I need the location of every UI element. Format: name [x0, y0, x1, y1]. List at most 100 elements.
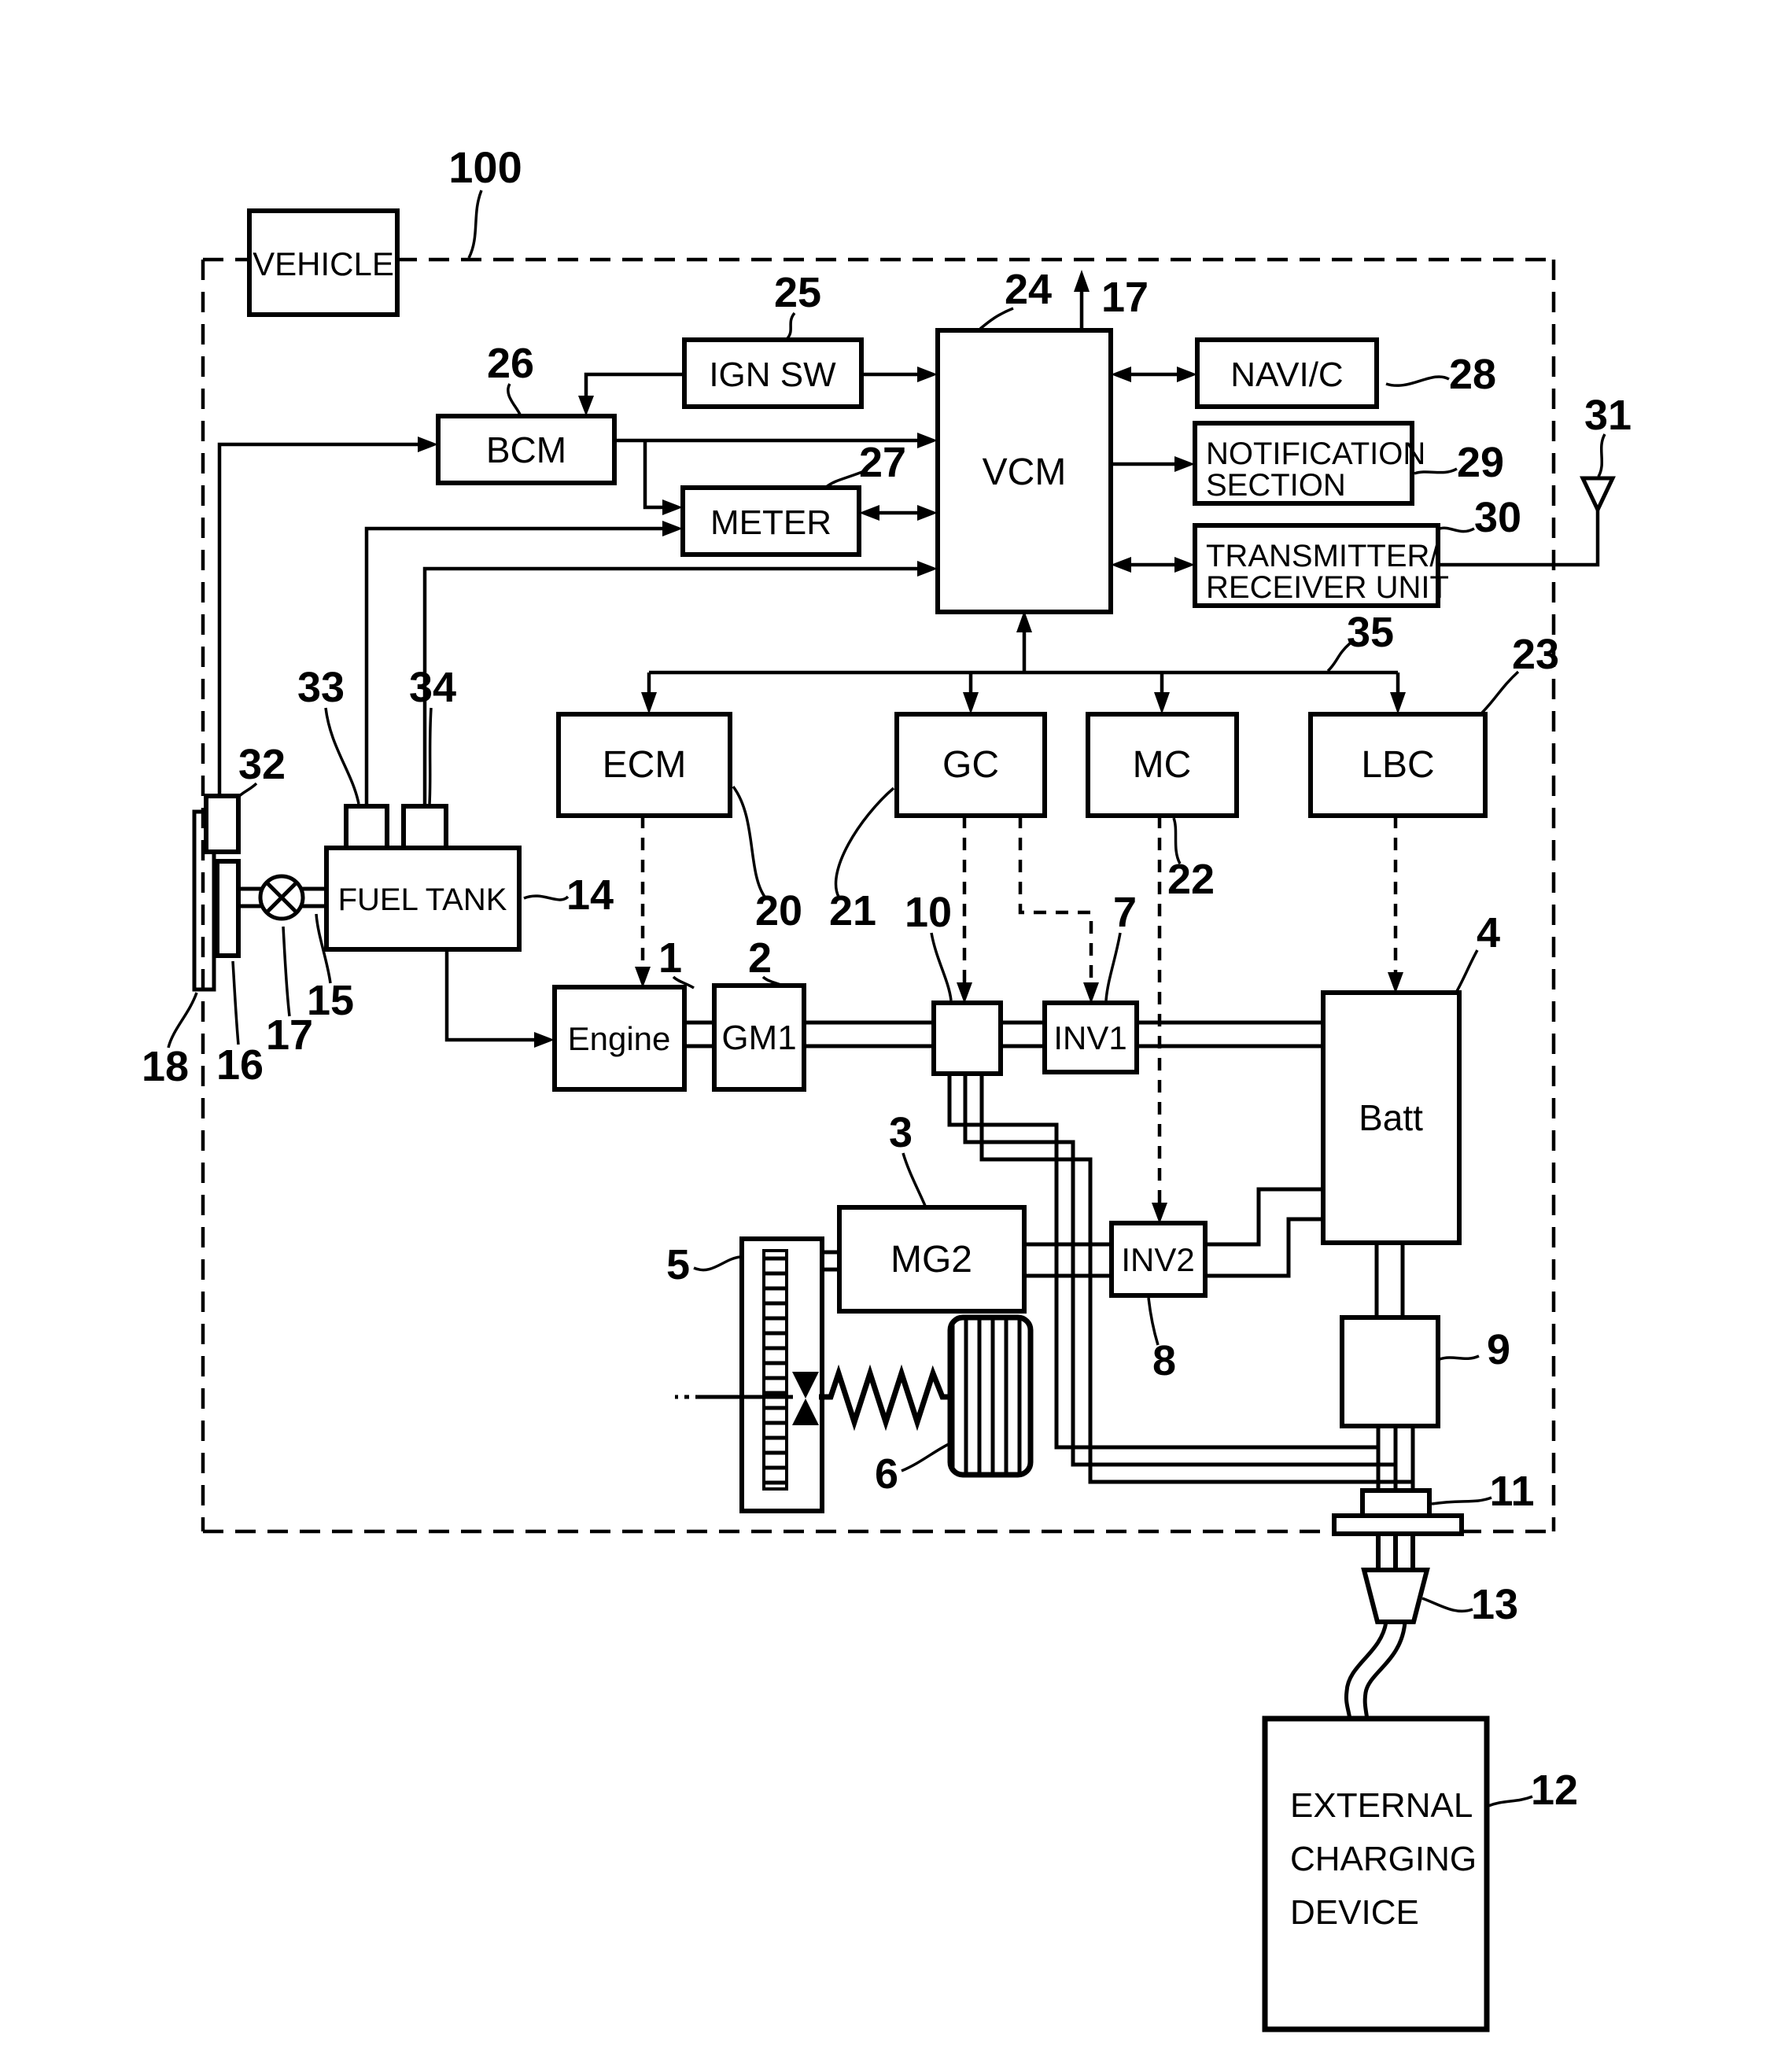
inv2-label: INV2: [1121, 1241, 1194, 1278]
fuel-tank-label: FUEL TANK: [338, 883, 507, 917]
ref-3: 3: [889, 1109, 913, 1156]
lbc-box: [1308, 712, 1488, 818]
ref-10: 10: [905, 889, 952, 936]
coupling-icon: [792, 1372, 819, 1398]
bcm-to-meter-branch: [643, 440, 664, 510]
ref-28: 28: [1449, 351, 1496, 398]
ref-21: 21: [829, 887, 876, 934]
ref-26: 26: [487, 340, 534, 387]
signal-lines: [217, 292, 1600, 1042]
engine-label: Engine: [568, 1020, 671, 1057]
ref-22: 22: [1167, 856, 1215, 903]
inv2-batt-upper: [1205, 1187, 1323, 1247]
ref-31: 31: [1584, 392, 1632, 439]
block-boxes: [204, 208, 1490, 2032]
tank-sensor34-to-vcm-line: [422, 566, 919, 806]
ref-17-top: 17: [1101, 274, 1149, 321]
ref-33: 33: [297, 664, 345, 711]
charge-cable: [1362, 1621, 1407, 1720]
charge-socket: [1360, 1488, 1432, 1518]
antenna-feed-line: [1438, 510, 1600, 567]
ref-8: 8: [1152, 1337, 1176, 1384]
gc-to-inv1-dashed: [1018, 816, 1093, 984]
ecd-label-3: DEVICE: [1290, 1893, 1419, 1932]
ref-30: 30: [1474, 494, 1521, 541]
ref-11: 11: [1489, 1468, 1534, 1515]
tank-sensor-34: [401, 804, 448, 850]
vehicle-boundary: [201, 257, 1556, 1534]
tank-to-engine-line: [444, 949, 536, 1042]
vehicle-label: VEHICLE: [253, 245, 394, 282]
control-lines: [640, 816, 1398, 1204]
gear-rack: [762, 1249, 788, 1491]
ref-32: 32: [238, 741, 286, 788]
ref-6: 6: [875, 1450, 898, 1498]
charge-relay-box-9: [1340, 1315, 1440, 1428]
notification-label-2: SECTION: [1206, 468, 1346, 503]
mc-box: [1086, 712, 1239, 818]
engine-box: [552, 985, 687, 1092]
bcm-box: [436, 414, 617, 485]
ecm-label: ECM: [603, 744, 687, 786]
external-charging-device-box: [1262, 1715, 1490, 2032]
transmitter-label-2: RECEIVER UNIT: [1206, 570, 1449, 605]
ref-9: 9: [1487, 1326, 1510, 1373]
ref-12: 12: [1531, 1767, 1578, 1814]
power-lines: [684, 1020, 1415, 1491]
lid-switch-to-bcm-line: [217, 442, 419, 796]
fuel-tank-box: [324, 846, 522, 952]
ref-20: 20: [755, 887, 802, 934]
tank-sensor-33: [344, 804, 389, 850]
transmitter-box: [1193, 523, 1440, 608]
ign-sw-box: [682, 337, 864, 409]
ref-27: 27: [859, 439, 906, 486]
inv2-batt-lower: [1205, 1217, 1323, 1278]
ignsw-to-bcm-line: [584, 372, 684, 397]
accel-pedal: [947, 1314, 1034, 1478]
mg2-box: [837, 1205, 1027, 1314]
inv1-box: [1042, 1000, 1139, 1074]
charge-cable: [1344, 1621, 1388, 1720]
inv2-box: [1109, 1221, 1208, 1298]
gm1-label: GM1: [721, 1019, 796, 1057]
ref-23: 23: [1512, 631, 1559, 678]
ref-100: 100: [448, 142, 522, 192]
charge-socket-flange: [1332, 1513, 1464, 1536]
ref-14: 14: [566, 872, 614, 919]
antenna-icon: [1580, 476, 1616, 514]
vcm-label: VCM: [983, 451, 1067, 493]
notification-label-1: NOTIFICATION: [1206, 437, 1425, 471]
transmitter-label-1: TRANSMITTER/: [1206, 539, 1439, 573]
gc-box: [894, 712, 1047, 818]
bcm-label: BCM: [486, 429, 566, 470]
ref-17-valve: 17: [266, 1012, 313, 1059]
ref-16: 16: [216, 1041, 264, 1089]
batt-label: Batt: [1359, 1097, 1423, 1138]
ref-7: 7: [1113, 889, 1137, 936]
charge-plug-assembly: [1344, 1534, 1430, 1720]
vehicle-box: [247, 208, 400, 317]
fuel-pipe-assembly: [238, 874, 326, 921]
ref-13: 13: [1471, 1581, 1518, 1628]
ref-15: 15: [307, 977, 354, 1024]
navi-label: NAVI/C: [1230, 356, 1343, 394]
mg2-label: MG2: [890, 1239, 972, 1281]
meter-box: [680, 485, 861, 557]
filler-port-16: [215, 859, 241, 958]
ref-35: 35: [1347, 609, 1394, 656]
ref-4: 4: [1477, 909, 1500, 956]
coupling-icon: [792, 1398, 819, 1425]
ref-24: 24: [1005, 266, 1052, 313]
ecd-label-1: EXTERNAL: [1290, 1786, 1473, 1825]
ref-29: 29: [1457, 439, 1504, 486]
navi-box: [1195, 337, 1379, 409]
junction-box-10: [931, 1000, 1003, 1076]
ref-2: 2: [748, 934, 772, 982]
vcm-box: [935, 328, 1113, 614]
ref-18: 18: [142, 1043, 189, 1090]
arrowheads: [418, 270, 1406, 1224]
lbc-label: LBC: [1361, 744, 1434, 786]
ign-sw-label: IGN SW: [709, 356, 836, 394]
